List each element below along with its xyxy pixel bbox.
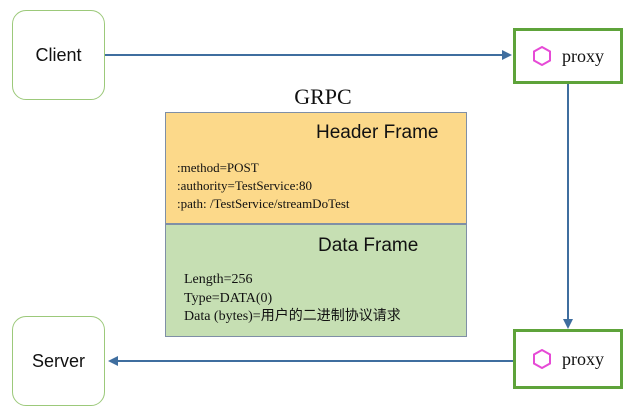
- header-line-authority: :authority=TestService:80: [177, 178, 312, 193]
- data-line-length: Length=256: [184, 272, 253, 287]
- data-frame-lines: Length=256 Type=DATA(0) Data (bytes)=用户的…: [184, 271, 401, 327]
- data-frame-title: Data Frame: [318, 235, 419, 256]
- proxy-node-top: proxy: [513, 28, 623, 84]
- data-frame: Data Frame Length=256 Type=DATA(0) Data …: [165, 224, 467, 337]
- grpc-title: GRPC: [294, 84, 352, 109]
- data-line-type: Type=DATA(0): [184, 290, 273, 306]
- header-line-path: :path: /TestService/streamDoTest: [177, 196, 350, 211]
- client-node: Client: [12, 10, 105, 100]
- header-frame: Header Frame :method=POST :authority=Tes…: [165, 112, 467, 224]
- data-line-bytes: Data (bytes)=用户的二进制协议请求: [184, 309, 401, 324]
- client-label: Client: [35, 44, 82, 65]
- proxy-label-bottom: proxy: [562, 348, 604, 369]
- proxy-label-top: proxy: [562, 45, 604, 66]
- header-frame-title: Header Frame: [316, 122, 439, 143]
- hexagon-icon: [533, 46, 551, 66]
- header-frame-lines: :method=POST :authority=TestService:80 :…: [177, 159, 350, 213]
- hexagon-icon: [533, 349, 551, 369]
- proxy-node-bottom: proxy: [513, 329, 623, 389]
- server-node: Server: [12, 316, 105, 406]
- server-label: Server: [31, 350, 85, 371]
- header-line-method: :method=POST: [177, 160, 259, 175]
